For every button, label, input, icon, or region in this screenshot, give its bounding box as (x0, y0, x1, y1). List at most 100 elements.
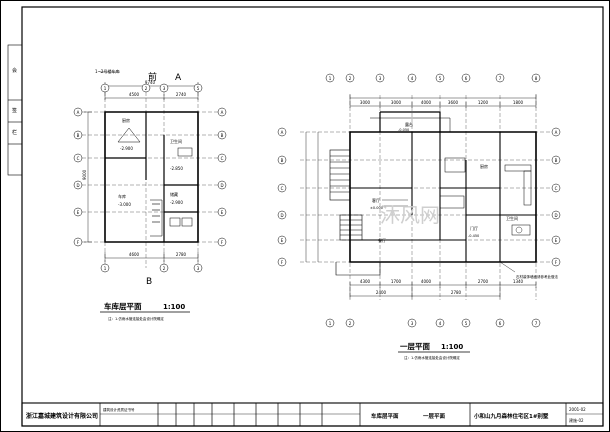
ff-room-hall-elev: -0.450 (468, 234, 479, 238)
ff-axis-top-8: 8 (535, 76, 538, 81)
company-name: 浙江嘉城建筑设计有限公司 (26, 412, 98, 420)
ff-room-terrace-elev: -0.050 (398, 128, 409, 132)
ff-plan-title: 一层平面 (400, 342, 430, 351)
ff-room-kitchen: 厨房 (480, 163, 488, 169)
garage-room-bath: 卫生间 (170, 138, 182, 144)
ff-dim-top-4: 3600 (448, 100, 459, 105)
ff-dim-bottom-4: 2700 (478, 279, 489, 284)
garage-axis-left-b: B (77, 133, 80, 138)
garage-axis-right-d: D (220, 183, 223, 188)
drawing-number: 2001-02 (569, 407, 586, 412)
ff-axis-bottom-1: 1 (329, 321, 332, 326)
ff-axis-bottom-3: 3 (411, 321, 414, 326)
ff-axis-top-4: 4 (411, 76, 414, 81)
ff-dim-bottom-1: 4300 (360, 279, 371, 284)
ff-dim-top-6: 1800 (513, 100, 524, 105)
garage-axis-right-e: E (221, 210, 224, 215)
garage-dim-top-total: 9740 (145, 80, 156, 85)
garage-axis-left-a: A (77, 110, 80, 115)
ff-dim-top-1: 3000 (360, 100, 371, 105)
ff-axis-left-d: D (280, 213, 283, 218)
garage-axis-top-2: 2 (145, 86, 148, 91)
ff-axis-bubbles (277, 73, 561, 328)
binding-label-1: 会 (12, 67, 17, 74)
garage-mark-b: A (175, 73, 182, 83)
ff-axis-bottom-6: 6 (499, 321, 502, 326)
garage-axis-top-3: 3 (163, 86, 166, 91)
garage-axis-bottom-1: 1 (104, 266, 107, 271)
garage-room-garage: 车库 (118, 193, 126, 199)
cert-label: 建筑设计资质证书号 (103, 407, 135, 412)
ff-axis-left-e: E (281, 238, 284, 243)
garage-room-kitchen-elev: -2.900 (120, 146, 133, 151)
ff-axis-right-a: A (555, 130, 558, 135)
project-name: 小和山九月森林住宅区1#别墅 (474, 412, 549, 420)
ff-room-bath: 卫生间 (506, 215, 518, 221)
ff-dim-top-5: 1200 (478, 100, 489, 105)
garage-dim-left: 9000 (82, 169, 87, 180)
ff-axis-left-a: A (281, 130, 284, 135)
garage-axis-right-c: C (221, 156, 224, 161)
watermark: 沐风网 (380, 203, 440, 227)
ff-axis-top-1: 1 (329, 76, 332, 81)
ff-dim-top-3: 4000 (421, 100, 432, 105)
ff-axis-top-6: 6 (465, 76, 468, 81)
garage-axis-right-a: A (221, 110, 224, 115)
ff-room-living: 客厅 (372, 197, 380, 203)
garage-top-note: 1~2号楼车库 (95, 68, 119, 74)
binding-label-2: 签 (12, 107, 17, 114)
garage-mark-c: B (146, 277, 152, 287)
ff-room-living-elev: ±0.000 (370, 206, 383, 210)
ff-axis-top-3: 3 (379, 76, 382, 81)
sheet-name-2: 一层平面 (423, 412, 446, 420)
ff-axis-bottom-4: 4 (439, 321, 442, 326)
ff-axis-bottom-5: 5 (465, 321, 468, 326)
ff-dim-bottom2-1: 2400 (376, 290, 387, 295)
garage-dim-bottom-2: 2780 (176, 252, 187, 257)
sheet-name-1: 车库层平面 (371, 412, 399, 420)
garage-axis-top-1: 1 (104, 86, 107, 91)
garage-room-bath-elev: -2.850 (170, 166, 183, 171)
ff-axis-left-b: B (281, 158, 284, 163)
ff-axis-bottom-7: 7 (535, 321, 538, 326)
first-floor-plan (300, 94, 556, 300)
garage-axis-bottom-3: 3 (197, 266, 200, 271)
garage-axis-right-b: B (221, 133, 224, 138)
garage-room-storage-elev: -2.900 (170, 200, 183, 205)
ff-axis-right-d: D (554, 213, 557, 218)
ff-axis-right-f: F (555, 260, 558, 265)
ff-dim-bottom-3: 4000 (421, 279, 432, 284)
title-block (21, 402, 604, 427)
garage-axis-left-d: D (76, 183, 79, 188)
ff-axis-left-c: C (281, 186, 284, 191)
ff-dim-bottom-5: 1340 (513, 279, 524, 284)
garage-axis-left-c: C (77, 156, 80, 161)
ff-axis-top-5: 5 (439, 76, 442, 81)
binding-label-3: 栏 (12, 129, 17, 136)
ff-dim-top-2: 3000 (391, 100, 402, 105)
garage-plan-note: 注：1.仿雨水管连接处由设计院确定 (108, 316, 164, 321)
garage-room-storage: 储藏 (170, 191, 178, 197)
ff-axis-top-2: 2 (349, 76, 352, 81)
garage-dim-top-1: 4500 (129, 92, 140, 97)
garage-plan-title: 车库层平面 (104, 301, 142, 311)
garage-dim-bottom-1: 4600 (129, 252, 140, 257)
ff-plan-note: 注：1.仿雨水管连接处由设计院确定 (404, 355, 460, 360)
ff-dim-bottom-2: 1700 (391, 279, 402, 284)
ff-axis-bottom-2: 2 (349, 321, 352, 326)
ff-room-dining: 餐厅 (378, 237, 386, 243)
ff-room-terrace: 露台 (405, 121, 413, 127)
ff-axis-right-e: E (555, 238, 558, 243)
garage-axis-bottom-2: 2 (163, 266, 166, 271)
ff-axis-left-f: F (281, 260, 284, 265)
garage-axis-top-4: 5 (197, 86, 200, 91)
garage-mark-a: 前 (148, 71, 157, 83)
ff-room-hall: 门厅 (470, 225, 478, 231)
garage-axis-right-f: F (221, 240, 224, 245)
garage-floor-plan (82, 71, 218, 268)
ff-axis-right-b: B (555, 158, 558, 163)
binding-strip (7, 44, 23, 176)
garage-room-garage-elev: -3.000 (118, 202, 131, 207)
